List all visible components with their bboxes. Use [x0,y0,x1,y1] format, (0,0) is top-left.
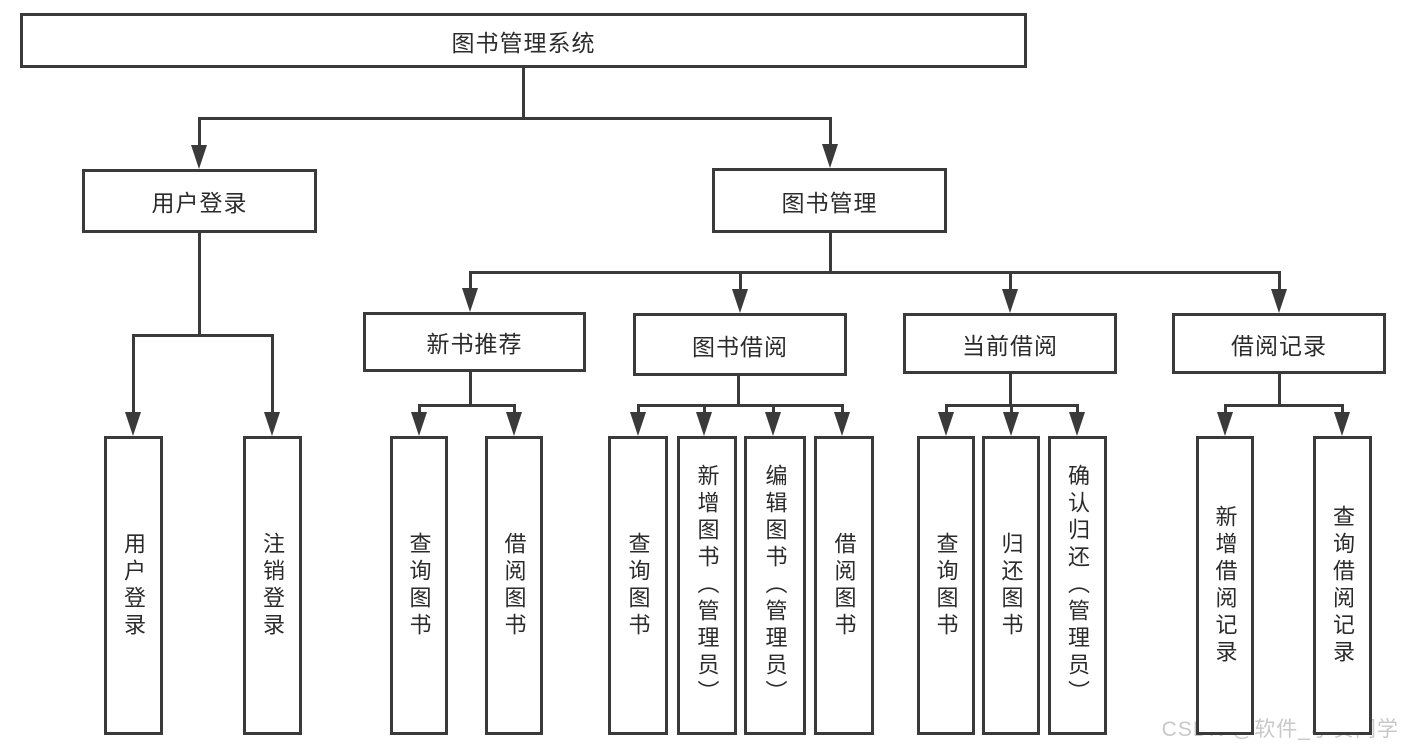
node-confirm-return-admin-label: 确认归还（管理员） [1065,464,1091,707]
connector-drop-book-borrowing-branch [636,405,640,416]
connector-drop-root-branch [197,118,201,149]
connector-drop-book-management-branch [468,272,472,292]
arrowhead-icon [506,412,522,436]
node-query-books-current: 查询图书 [917,436,975,735]
connector-drop-user-login-branch [131,335,135,416]
node-user-login-leaf: 用户登录 [104,436,163,735]
arrowhead-icon [1003,412,1019,436]
arrowhead-icon [1271,289,1287,313]
arrowhead-icon [834,412,850,436]
connector-drop-book-borrowing-branch [702,405,706,416]
node-query-books-borrowing: 查询图书 [608,436,668,735]
node-query-borrow-record: 查询借阅记录 [1313,436,1372,735]
connector-drop-book-management-branch [1008,272,1012,293]
node-add-books-admin-label: 新增图书（管理员） [694,464,720,707]
node-query-books-current-label: 查询图书 [933,531,959,640]
node-query-books-recommend-label: 查询图书 [406,531,432,640]
node-return-books-label: 归还图书 [998,531,1024,640]
node-query-books-borrowing-label: 查询图书 [625,531,651,640]
connector-drop-current-borrowing-branch [944,405,948,416]
connector-stem-new-book-recommend-branch [468,372,472,405]
connector-drop-current-borrowing-branch [1075,405,1079,416]
connector-drop-book-management-branch [738,272,742,293]
connector-drop-root-branch [828,118,832,148]
connector-bus-book-management-branch [468,270,1281,274]
arrowhead-icon [732,289,748,313]
connector-stem-book-borrowing-branch [736,376,740,405]
connector-drop-new-book-recommend-branch [512,405,516,416]
node-borrowing-records-label: 借阅记录 [1231,332,1327,359]
connector-drop-borrowing-records-branch [1223,405,1227,416]
node-user-login-leaf-label: 用户登录 [121,531,147,640]
connector-stem-borrowing-records-branch [1277,374,1281,405]
node-current-borrowing-label: 当前借阅 [962,332,1058,359]
node-library-system-label: 图书管理系统 [451,29,596,56]
node-borrowing-records: 借阅记录 [1172,313,1386,374]
connector-drop-book-management-branch [1277,272,1281,293]
connector-drop-user-login-branch [270,335,274,416]
connector-stem-root-branch [521,68,525,118]
node-return-books: 归还图书 [982,436,1040,735]
connector-stem-book-management-branch [828,233,832,272]
connector-drop-book-borrowing-branch [771,405,775,416]
connector-bus-borrowing-records-branch [1223,403,1344,407]
node-user-login: 用户登录 [82,169,317,233]
arrowhead-icon [1334,412,1350,436]
node-user-login-label: 用户登录 [151,190,248,216]
connector-stem-user-login-branch [197,233,201,335]
connector-stem-current-borrowing-branch [1008,374,1012,405]
node-edit-books-admin-label: 编辑图书（管理员） [762,464,788,707]
arrowhead-icon [462,288,478,312]
node-book-borrowing: 图书借阅 [633,313,847,376]
node-confirm-return-admin: 确认归还（管理员） [1048,436,1107,735]
node-borrow-books-borrowing: 借阅图书 [814,436,874,735]
node-query-borrow-record-label: 查询借阅记录 [1330,504,1356,667]
arrowhead-icon [765,412,781,436]
arrowhead-icon [191,145,207,169]
arrowhead-icon [630,412,646,436]
connector-bus-book-borrowing-branch [636,403,844,407]
node-library-system: 图书管理系统 [20,13,1027,68]
connector-bus-new-book-recommend-branch [417,403,516,407]
node-current-borrowing: 当前借阅 [903,313,1117,374]
node-book-management: 图书管理 [712,168,947,233]
node-book-borrowing-label: 图书借阅 [692,333,788,360]
connector-drop-book-borrowing-branch [840,405,844,416]
node-book-management-label: 图书管理 [781,189,878,216]
node-borrow-books-recommend: 借阅图书 [485,436,543,735]
arrowhead-icon [411,412,427,436]
node-edit-books-admin: 编辑图书（管理员） [744,436,806,735]
node-add-books-admin: 新增图书（管理员） [677,436,737,735]
arrowhead-icon [822,144,838,168]
node-logout-leaf: 注销登录 [243,436,302,735]
node-add-borrow-record-label: 新增借阅记录 [1212,504,1238,667]
node-new-book-recommend: 新书推荐 [363,312,586,372]
connector-drop-new-book-recommend-branch [417,405,421,416]
arrowhead-icon [1217,412,1233,436]
arrowhead-icon [1069,412,1085,436]
node-borrow-books-recommend-label: 借阅图书 [501,531,527,640]
node-add-borrow-record: 新增借阅记录 [1196,436,1254,735]
node-borrow-books-borrowing-label: 借阅图书 [831,531,857,640]
connector-bus-user-login-branch [131,333,274,337]
connector-drop-current-borrowing-branch [1009,405,1013,416]
node-query-books-recommend: 查询图书 [390,436,448,735]
connector-bus-root-branch [197,116,832,120]
node-logout-leaf-label: 注销登录 [260,531,286,640]
arrowhead-icon [1002,289,1018,313]
arrowhead-icon [696,412,712,436]
arrowhead-icon [125,412,141,436]
arrowhead-icon [264,412,280,436]
arrowhead-icon [938,412,954,436]
node-new-book-recommend-label: 新书推荐 [426,331,523,357]
connector-drop-borrowing-records-branch [1340,405,1344,416]
